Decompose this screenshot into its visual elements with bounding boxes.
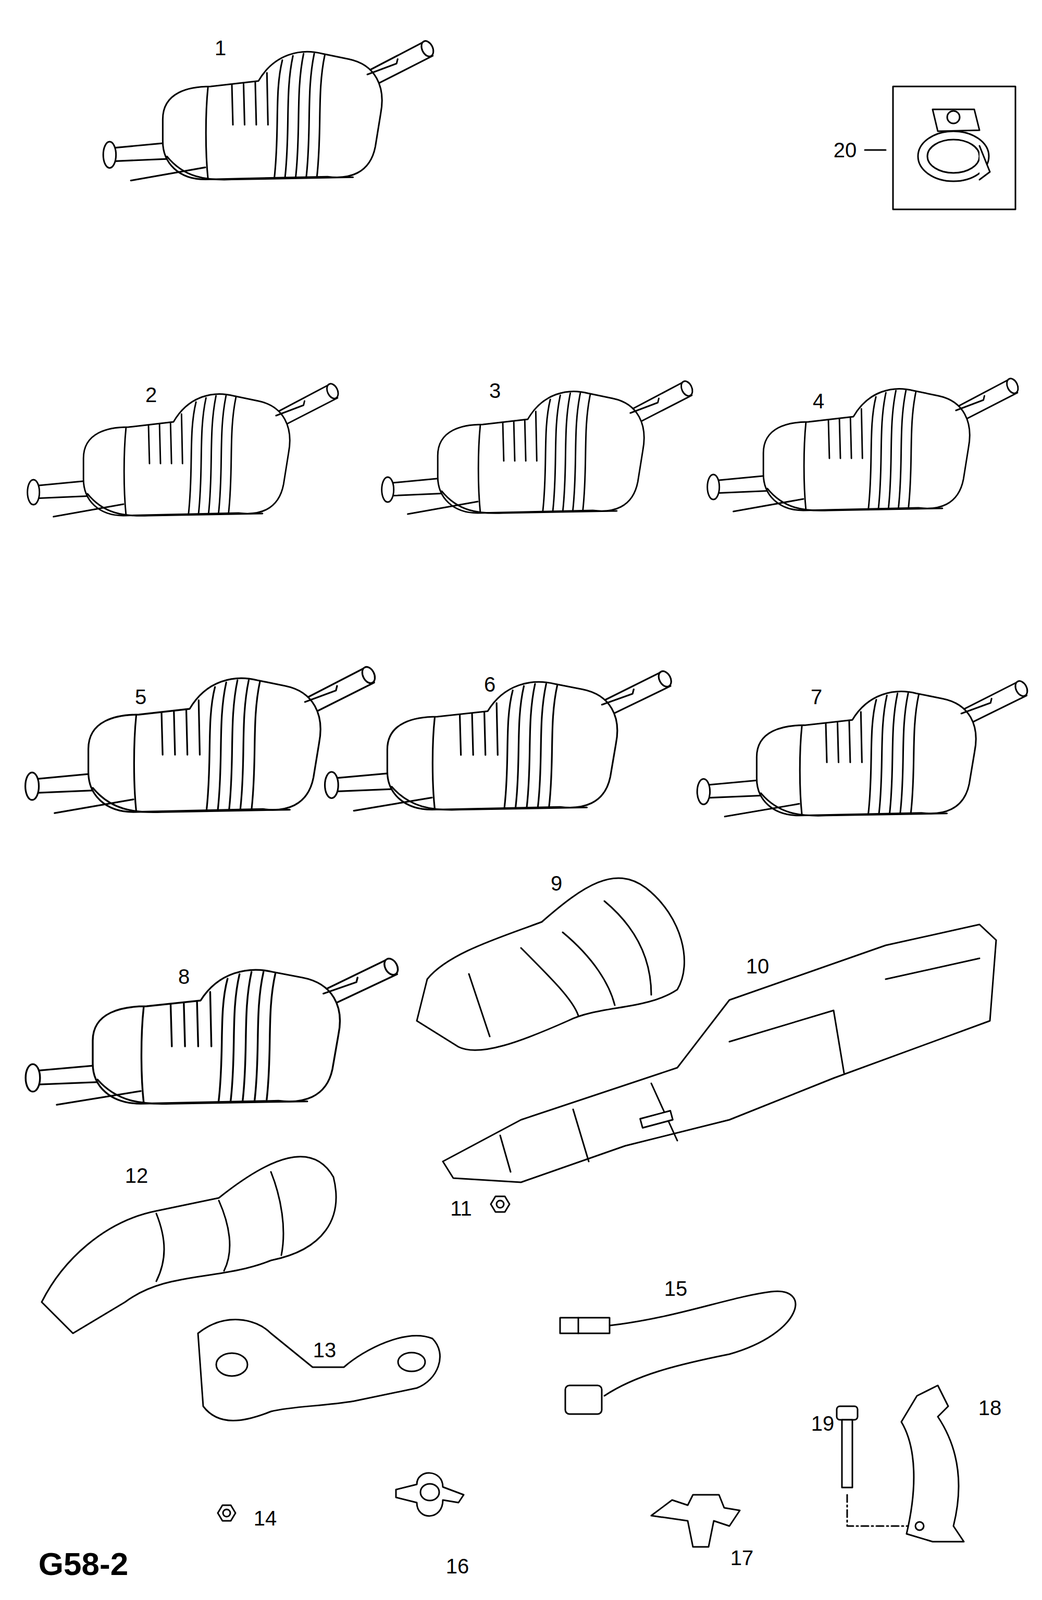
- callout-number: 2: [144, 384, 158, 406]
- callout-number: 6: [482, 674, 497, 696]
- callout-number: 1: [213, 37, 228, 59]
- callout-number: 4: [811, 390, 826, 412]
- callout-number: 10: [745, 956, 771, 977]
- callout-number: 16: [444, 1556, 471, 1578]
- callout-number: 18: [977, 1397, 1003, 1419]
- callout-number: 13: [312, 1340, 338, 1361]
- callout-number: 20: [832, 139, 859, 161]
- callout-number: 3: [488, 380, 502, 402]
- callout-number: 11: [449, 1198, 474, 1220]
- callout-number: 9: [549, 873, 564, 895]
- callout-number: 19: [810, 1413, 836, 1435]
- callout-number: 14: [252, 1508, 279, 1530]
- callout-number: 8: [177, 966, 191, 988]
- callout-number: 7: [809, 686, 824, 708]
- callout-number: 5: [133, 686, 148, 708]
- callout-number: 15: [663, 1278, 689, 1300]
- page-code: G58-2: [37, 1548, 130, 1581]
- callout-number: 17: [729, 1547, 755, 1569]
- callout-number: 12: [123, 1165, 150, 1187]
